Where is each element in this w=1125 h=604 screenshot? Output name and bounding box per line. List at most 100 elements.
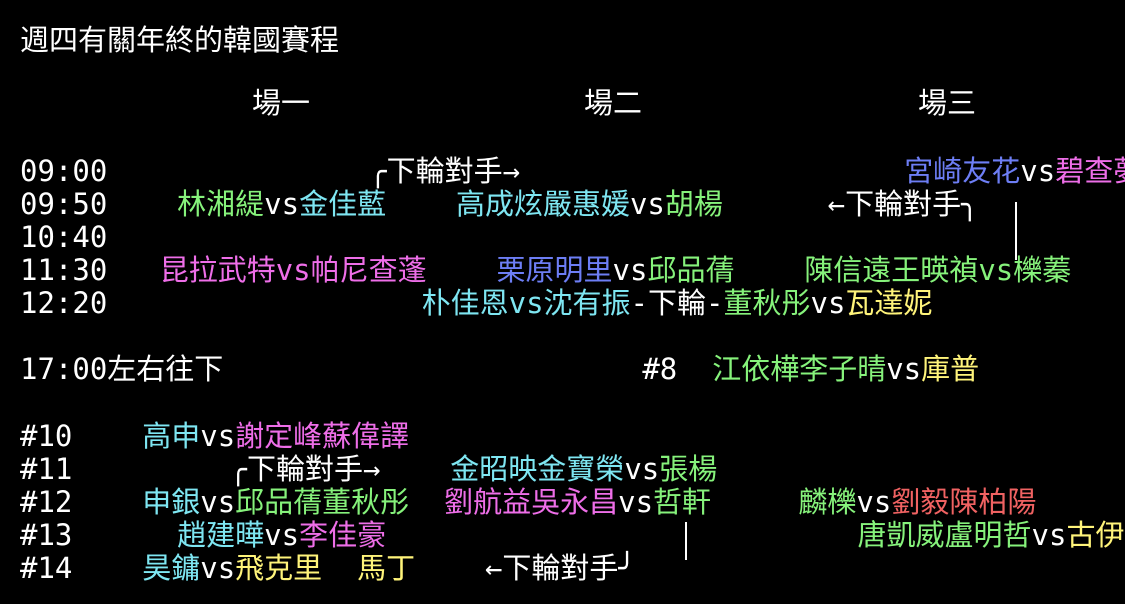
schedule-line: #12 申銀vs邱品蒨董秋彤 劉航益吳永昌vs哲軒 麟櫟vs劉毅陳柏陽 [20,486,1036,519]
line-segment: 11:30 [20,253,108,287]
line-segment: ←下輪對手╮ [827,187,979,221]
line-segment: 碧查夢 [1055,154,1125,188]
line-segment [723,187,828,221]
line-segment [734,253,804,287]
header-court-2: 場二 [584,86,643,120]
line-segment [72,551,142,585]
line-segment: #8 [642,352,678,386]
line-segment [677,352,712,386]
line-segment: 高申 [142,419,201,453]
line-segment: #13 [20,518,73,552]
line-segment: 09:50 [20,187,108,221]
line-segment: #12 [20,485,73,519]
line-segment: 09:00 [20,154,108,188]
schedule-line: 09:50 林湘緹vs金佳藍 高成炫嚴惠媛vs胡楊 ←下輪對手╮ [20,188,979,221]
line-segment: vs [1020,154,1056,188]
line-segment: 陳信遠王暎禎 [804,253,979,287]
line-segment: vs [508,286,544,320]
line-segment: #14 [20,551,73,585]
line-segment: vs [624,452,660,486]
line-segment [322,551,357,585]
schedule-line: #13 趙建曄vs李佳豪 唐凱威盧明哲vs古伊 [20,519,1124,552]
line-segment: 劉航益吳永昌 [444,485,619,519]
line-segment: -下輪- [630,286,724,320]
line-segment: 申銀 [142,485,201,519]
line-segment [427,253,497,287]
line-segment: vs [618,485,654,519]
line-segment [107,286,421,320]
line-segment [72,419,142,453]
line-segment: 帕尼查蓬 [310,253,427,287]
line-segment: ╭下輪對手→ [369,154,521,188]
line-segment: 高成炫嚴惠媛 [455,187,630,221]
line-segment: vs [264,187,300,221]
line-segment [107,154,369,188]
schedule-line: 10:40 [20,221,107,254]
line-segment: 飛克里 [235,551,323,585]
line-segment: ╭下輪對手→ [229,452,381,486]
line-segment: 張楊 [659,452,718,486]
line-segment: #10 [20,419,73,453]
line-segment: 庫普 [921,352,980,386]
line-segment: vs [810,286,846,320]
schedule-line: 11:30 昆拉武特vs帕尼查蓬 栗原明里vs邱品蒨 陳信遠王暎禎vs櫟蓁 [20,254,1071,287]
line-segment: 馬丁 [357,551,416,585]
header-court-1: 場一 [252,86,311,120]
line-segment: 10:40 [20,220,108,254]
line-segment [72,452,229,486]
line-segment: vs [200,419,236,453]
line-segment: 謝定峰蘇偉譯 [235,419,410,453]
line-segment: 董秋彤 [723,286,811,320]
line-segment: 哲軒 [653,485,712,519]
line-segment: vs [275,253,311,287]
schedule-line: 17:00左右往下 #8 江依樺李子晴vs庫普 [20,353,979,386]
line-segment: vs [200,485,236,519]
line-segment: vs [264,518,300,552]
schedule-line: 09:00 ╭下輪對手→ 宮崎友花vs碧查夢 [20,155,1125,188]
line-segment: 沈有振 [543,286,631,320]
line-segment [409,485,444,519]
line-segment: 劉毅陳柏陽 [891,485,1037,519]
line-segment: 邱品蒨 [647,253,735,287]
line-segment: 櫟蓁 [1013,253,1072,287]
line-segment: 古伊 [1066,518,1125,552]
line-segment: ←下輪對手╯ [484,551,636,585]
next-round-connector-bottom [685,522,687,560]
schedule-line: #10 高申vs謝定峰蘇偉譯 [20,420,409,453]
line-segment: 唐凱威盧明哲 [857,518,1032,552]
line-segment [386,187,456,221]
page-title: 週四有關年終的韓國賽程 [20,23,340,57]
line-segment: vs [200,551,236,585]
line-segment: 金昭映金寶榮 [450,452,625,486]
line-segment [72,485,142,519]
line-segment: #11 [20,452,73,486]
line-segment [72,518,177,552]
header-court-3: 場三 [918,86,977,120]
line-segment [415,551,485,585]
line-segment: vs [978,253,1014,287]
line-segment [107,187,177,221]
line-segment: 李佳豪 [299,518,387,552]
schedule-line: #11 ╭下輪對手→ 金昭映金寶榮vs張楊 [20,453,717,486]
line-segment [711,485,798,519]
line-segment: vs [886,352,922,386]
line-segment [386,518,857,552]
next-round-connector-top [1015,202,1017,260]
line-segment [223,352,642,386]
line-segment: 趙建曄 [177,518,265,552]
line-segment: 朴佳恩 [421,286,509,320]
line-segment: vs [612,253,648,287]
line-segment: 麟櫟 [798,485,857,519]
line-segment: vs [1031,518,1067,552]
line-segment: 邱品蒨董秋彤 [235,485,410,519]
line-segment [520,154,904,188]
line-segment: 宮崎友花 [904,154,1021,188]
line-segment [107,253,159,287]
schedule-line: 12:20 朴佳恩vs沈有振-下輪-董秋彤vs瓦達妮 [20,287,932,320]
line-segment: 金佳藍 [299,187,387,221]
schedule-line: #14 昊鏞vs飛克里 馬丁 ←下輪對手╯ [20,552,636,585]
line-segment: 昊鏞 [142,551,201,585]
line-segment: 12:20 [20,286,108,320]
line-segment [380,452,450,486]
line-segment: 胡楊 [664,187,723,221]
